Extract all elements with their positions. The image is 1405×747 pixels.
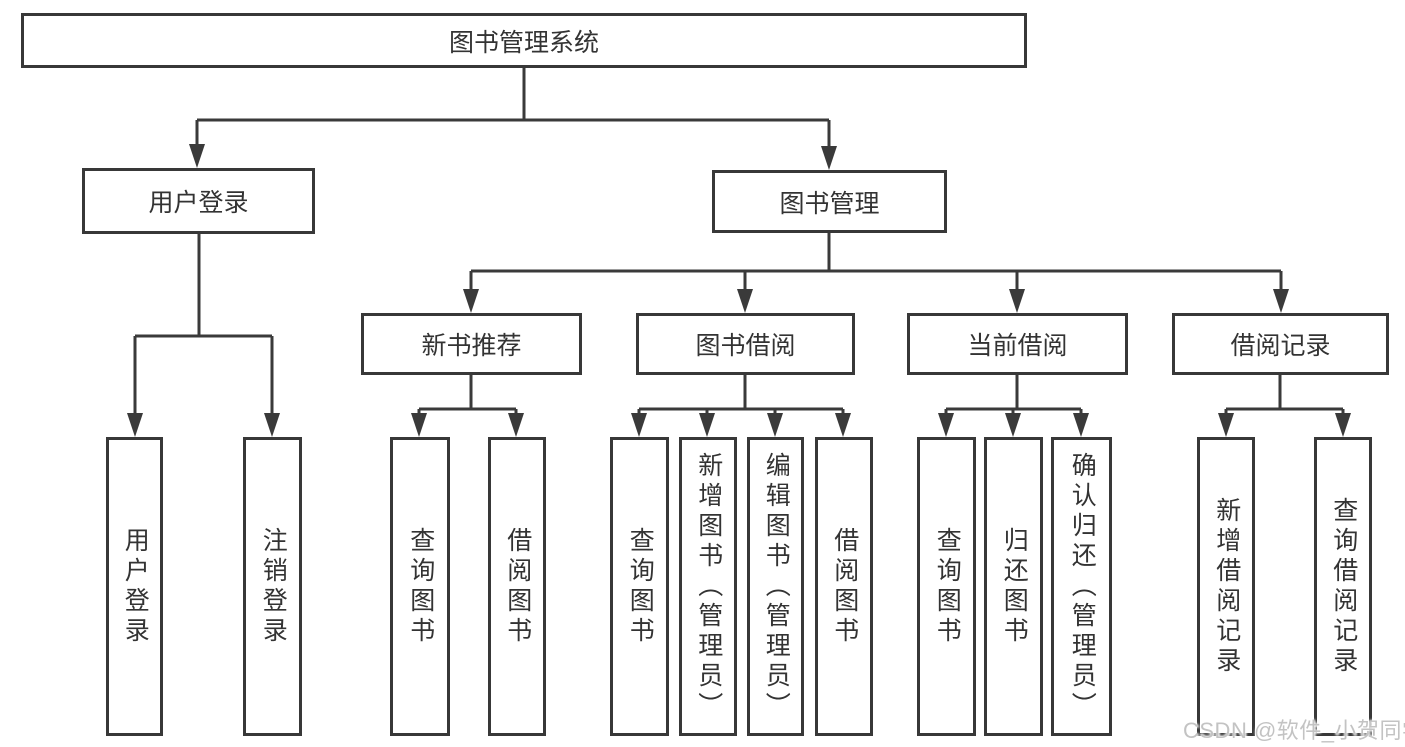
node-label: 用户登录 bbox=[148, 189, 249, 217]
node-label: 图书借阅 bbox=[695, 332, 796, 360]
node-borrow-records: 借阅记录 bbox=[1172, 313, 1389, 375]
node-label: 确认归还（管理员） bbox=[1068, 451, 1097, 722]
leaf-borrow-books: 借阅图书 bbox=[815, 437, 873, 736]
leaf-current-query-books: 查询图书 bbox=[917, 437, 976, 736]
leaf-query-borrow-record: 查询借阅记录 bbox=[1314, 437, 1372, 736]
leaf-borrow-query-books: 查询图书 bbox=[610, 437, 669, 736]
node-label: 查询图书 bbox=[933, 526, 962, 647]
node-user-login: 用户登录 bbox=[82, 168, 315, 234]
leaf-recommend-borrow-books: 借阅图书 bbox=[488, 437, 546, 736]
leaf-return-books: 归还图书 bbox=[984, 437, 1043, 736]
node-label: 查询借阅记录 bbox=[1329, 496, 1358, 677]
node-label: 新增借阅记录 bbox=[1212, 496, 1241, 677]
node-label: 图书管理 bbox=[779, 189, 880, 218]
node-label: 注销登录 bbox=[259, 526, 288, 647]
csdn-watermark: CSDN @软件_小贺同学 bbox=[1183, 718, 1405, 743]
node-label: 用户登录 bbox=[121, 526, 150, 647]
leaf-recommend-query-books: 查询图书 bbox=[390, 437, 450, 736]
leaf-logout: 注销登录 bbox=[243, 437, 302, 736]
node-new-book-recommend: 新书推荐 bbox=[361, 313, 582, 375]
node-label: 借阅图书 bbox=[503, 526, 532, 647]
node-label: 查询图书 bbox=[406, 526, 435, 647]
node-label: 当前借阅 bbox=[967, 332, 1068, 360]
node-current-borrow: 当前借阅 bbox=[907, 313, 1128, 375]
node-label: 新书推荐 bbox=[421, 332, 522, 360]
node-label: 图书管理系统 bbox=[448, 28, 599, 57]
leaf-add-books-admin: 新增图书（管理员） bbox=[679, 437, 737, 736]
node-label: 归还图书 bbox=[1000, 526, 1029, 647]
leaf-confirm-return-admin: 确认归还（管理员） bbox=[1051, 437, 1112, 736]
node-book-borrow: 图书借阅 bbox=[636, 313, 855, 375]
leaf-add-borrow-record: 新增借阅记录 bbox=[1197, 437, 1255, 736]
node-label: 编辑图书（管理员） bbox=[762, 451, 791, 722]
leaf-user-login: 用户登录 bbox=[106, 437, 163, 736]
node-label: 借阅图书 bbox=[830, 526, 859, 647]
node-library-system: 图书管理系统 bbox=[21, 13, 1027, 68]
node-label: 借阅记录 bbox=[1230, 332, 1331, 360]
leaf-edit-books-admin: 编辑图书（管理员） bbox=[747, 437, 804, 736]
node-label: 新增图书（管理员） bbox=[694, 451, 723, 722]
node-book-management: 图书管理 bbox=[712, 170, 947, 233]
node-label: 查询图书 bbox=[626, 526, 655, 647]
